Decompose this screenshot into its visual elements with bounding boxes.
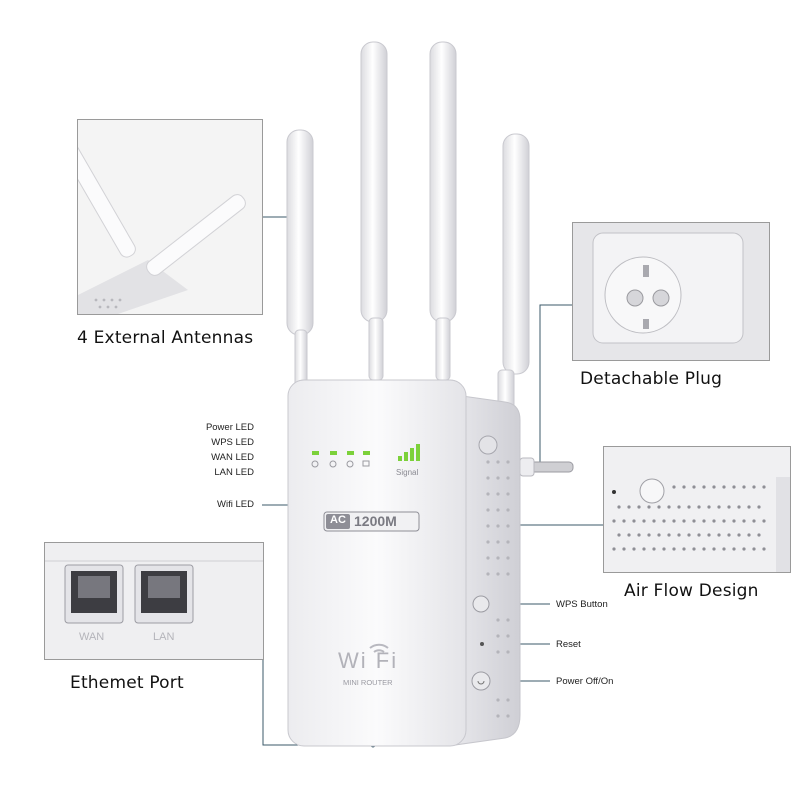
led-label-power: Power LED xyxy=(205,422,254,433)
port-wan xyxy=(64,564,124,624)
wps-button-label: WPS Button xyxy=(556,599,608,610)
mini-router-text: MINI ROUTER xyxy=(343,678,393,687)
airflow-inset xyxy=(603,446,791,573)
signal-label: Signal xyxy=(396,468,419,477)
power-label: Power Off/On xyxy=(556,676,614,687)
port-label-lan: LAN xyxy=(153,631,175,643)
plug-connector xyxy=(539,304,572,470)
antenna-left xyxy=(286,129,314,391)
ac-1200m-badge xyxy=(323,511,420,532)
antennas-callout: 4 External Antennas xyxy=(77,328,254,348)
led-icons xyxy=(311,460,370,468)
plug-pin xyxy=(519,457,574,477)
port-label-wan: WAN xyxy=(79,631,105,643)
ethernet-inset: WAN LAN xyxy=(44,542,264,660)
reset-label: Reset xyxy=(556,639,581,650)
antennas-inset xyxy=(77,119,263,315)
wifi-led-label: Wifi LED xyxy=(217,499,254,510)
wifi-logo xyxy=(369,643,389,653)
plug-inset-image xyxy=(573,223,769,360)
ethernet-callout: Ethemet Port xyxy=(70,673,184,693)
antenna-mid-right xyxy=(429,41,457,381)
router-front xyxy=(287,379,467,747)
plug-inset xyxy=(572,222,770,361)
led-label-lan: LAN LED xyxy=(214,467,254,478)
plug-callout: Detachable Plug xyxy=(580,369,723,389)
ethernet-inset-image xyxy=(45,543,263,659)
airflow-callout: Air Flow Design xyxy=(624,581,759,601)
side-buttons xyxy=(471,435,498,691)
airflow-inset-image xyxy=(604,447,790,572)
badge-speed-text: 1200M xyxy=(354,513,397,529)
port-lan xyxy=(134,564,194,624)
led-label-wps: WPS LED xyxy=(211,437,254,448)
antenna-right xyxy=(497,133,530,411)
badge-ac-text: AC xyxy=(330,514,346,526)
router-side-panel xyxy=(454,394,521,746)
side-air-holes xyxy=(486,460,510,718)
antennas-inset-image xyxy=(78,132,246,314)
led-label-wan: WAN LED xyxy=(211,452,254,463)
antenna-mid-left xyxy=(360,41,388,381)
wifi-logo-text: Wi Fi xyxy=(338,648,399,673)
led-lights xyxy=(312,444,420,461)
